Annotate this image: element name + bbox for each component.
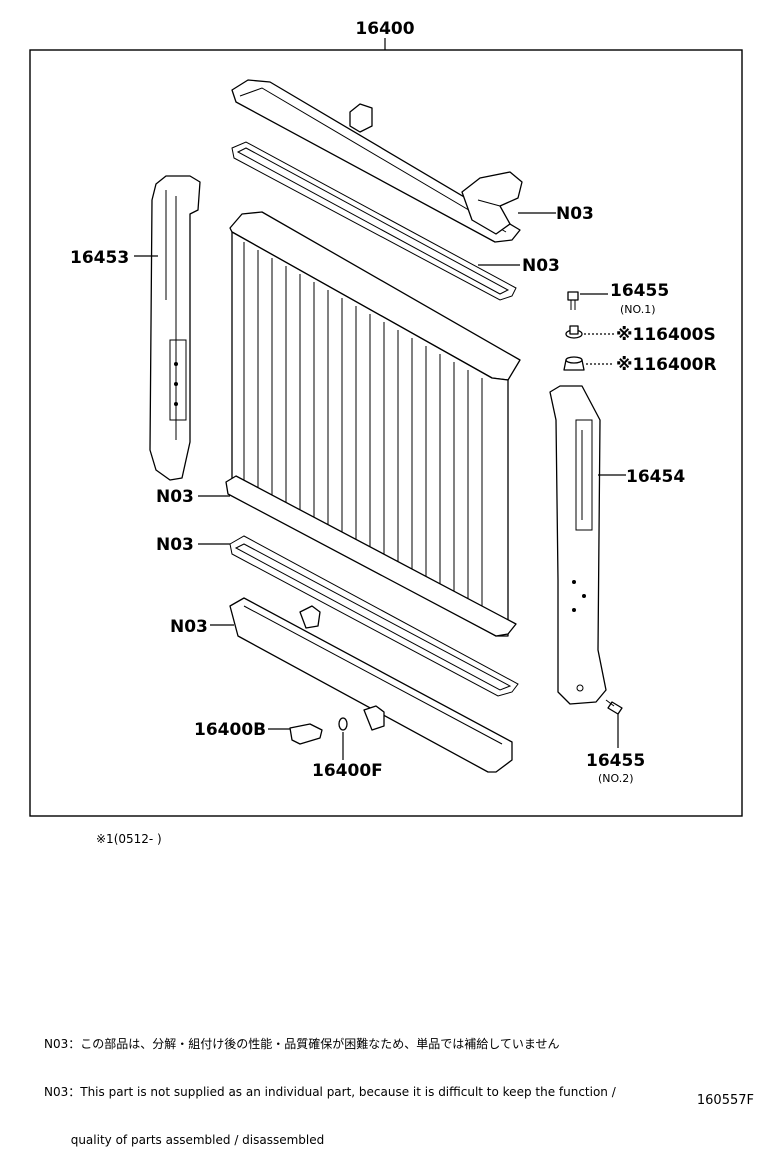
- notes-block: N03：この部品は、分解・組付け後の性能・品質確保が困難なため、単品では補給して…: [44, 1004, 616, 1164]
- upper-tank: [231, 79, 523, 243]
- callout-drain-cock: 16400B: [194, 720, 266, 740]
- main-part-number: 16400: [355, 19, 414, 39]
- callout-bracket-right: 16454: [626, 467, 685, 487]
- bushing-r: [563, 356, 585, 371]
- callout-tank-bottom: N03: [170, 617, 208, 637]
- radiator-core: [225, 211, 521, 637]
- lower-tank: [229, 597, 513, 773]
- callout-drain-plug: 16400F: [312, 761, 383, 781]
- footnote-applicability: ※1(0512- ): [96, 832, 162, 846]
- note-line-ja: N03：この部品は、分解・組付け後の性能・品質確保が困難なため、単品では補給して…: [44, 1037, 560, 1051]
- note-line-en: N03：This part is not supplied as an indi…: [44, 1085, 616, 1099]
- right-bracket: [549, 385, 607, 705]
- callout-bracket-left: 16453: [70, 248, 129, 268]
- callout-gasket-top: N03: [522, 256, 560, 276]
- lower-gasket: [229, 535, 519, 697]
- callout-tank-top: N03: [556, 204, 594, 224]
- callout-gasket-bottom: N03: [156, 535, 194, 555]
- drain-cock: [289, 723, 323, 745]
- callout-bolt-no1: 16455: [610, 281, 669, 301]
- bolt-no2: [605, 699, 623, 715]
- callout-bolt-no2-sub: (NO.2): [598, 772, 634, 785]
- drain-plug: [338, 705, 385, 731]
- radiator-exploded-diagram: 16400 N03 N03 16453 N03 N03: [29, 19, 743, 817]
- callout-bushing-r: ※116400R: [616, 355, 717, 375]
- note-line-en-cont: quality of parts assembled / disassemble…: [44, 1133, 325, 1147]
- left-bracket: [149, 175, 201, 481]
- callout-bushing-s: ※116400S: [616, 325, 716, 345]
- bolt-no1: [567, 291, 579, 310]
- callout-bolt-no1-sub: (NO.1): [620, 303, 656, 316]
- callout-core: N03: [156, 487, 194, 507]
- assembly-frame: [29, 49, 743, 817]
- diagram-code: 160557F: [696, 1093, 754, 1108]
- callout-bolt-no2: 16455: [586, 751, 645, 771]
- upper-gasket: [231, 141, 517, 301]
- bushing-s: [565, 325, 583, 339]
